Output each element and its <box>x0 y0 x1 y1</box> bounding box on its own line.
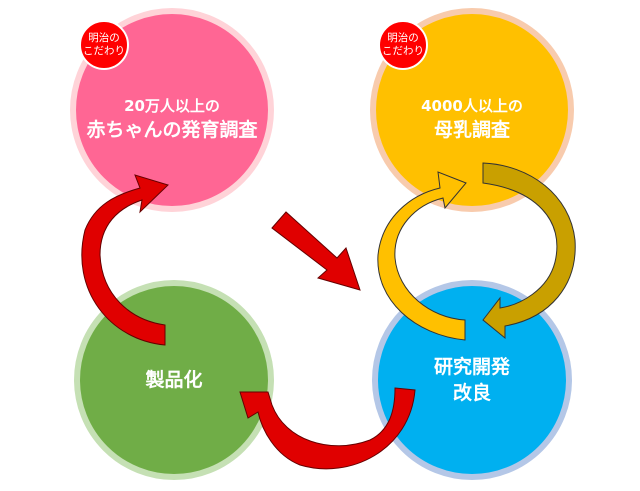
step-title: 改良 <box>452 382 491 404</box>
arrow-gold-left-up <box>377 171 467 341</box>
step-title: 研究開発 <box>433 356 510 378</box>
arrow-bottom <box>239 387 416 470</box>
meiji-badge: 明治の こだわり <box>378 20 428 70</box>
badge-text: 明治の <box>88 32 120 44</box>
arrow-gold-right-down <box>482 162 576 340</box>
step-subtitle: 20万人以上の <box>124 97 220 115</box>
meiji-badge: 明治の こだわり <box>79 20 129 70</box>
badge-text: こだわり <box>382 45 424 57</box>
step-subtitle: 4000人以上の <box>421 97 523 115</box>
step-title: 製品化 <box>145 369 203 391</box>
arrow-left-up <box>81 174 169 346</box>
arrow-center-diagonal <box>271 211 361 291</box>
step-title: 母乳調査 <box>433 119 510 141</box>
step-breast-milk-survey: 4000人以上の 母乳調査 <box>370 8 574 212</box>
badge-text: こだわり <box>83 45 125 57</box>
step-title: 赤ちゃんの発育調査 <box>86 119 258 141</box>
badge-text: 明治の <box>387 32 419 44</box>
